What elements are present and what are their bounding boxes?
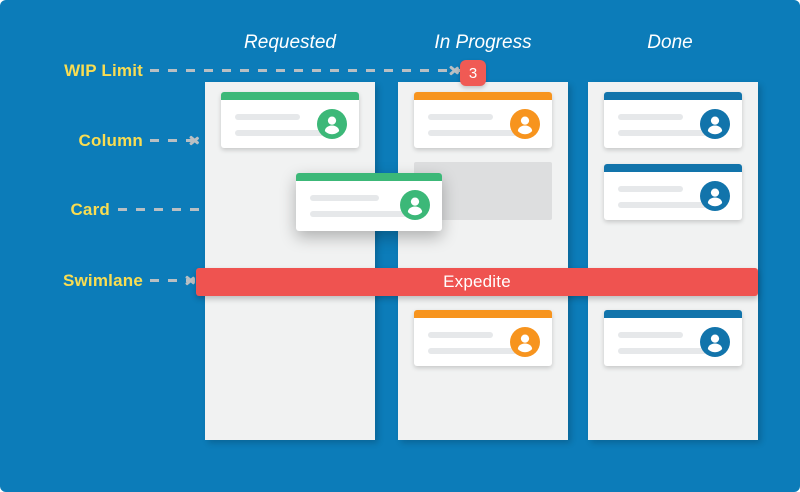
annotation-label-swimlane: Swimlane bbox=[62, 271, 143, 290]
card-subtitle-placeholder bbox=[428, 348, 525, 354]
card-title-placeholder bbox=[618, 332, 683, 338]
annotation-label-card: Card bbox=[70, 200, 110, 219]
card-subtitle-placeholder bbox=[618, 348, 715, 354]
card-title-placeholder bbox=[618, 114, 683, 120]
kanban-card-dragging[interactable] bbox=[296, 173, 442, 231]
arrow-right-icon bbox=[189, 133, 203, 147]
user-avatar-icon bbox=[510, 109, 540, 139]
column-header-done: Done bbox=[647, 32, 693, 53]
card-subtitle-placeholder bbox=[618, 130, 715, 136]
card-subtitle-placeholder bbox=[235, 130, 332, 136]
card-accent-bar bbox=[296, 173, 442, 181]
card-title-placeholder bbox=[428, 332, 493, 338]
card-subtitle-placeholder bbox=[310, 211, 413, 217]
kanban-card[interactable] bbox=[604, 164, 742, 220]
column-header-requested: Requested bbox=[244, 32, 336, 53]
card-body bbox=[604, 318, 742, 366]
card-accent-bar bbox=[414, 310, 552, 318]
kanban-card[interactable] bbox=[604, 310, 742, 366]
card-body bbox=[414, 100, 552, 148]
card-title-placeholder bbox=[618, 186, 683, 192]
card-accent-bar bbox=[604, 92, 742, 100]
card-body bbox=[221, 100, 359, 148]
kanban-card[interactable] bbox=[414, 92, 552, 148]
annotation-arrow-column bbox=[150, 133, 202, 147]
card-subtitle-placeholder bbox=[618, 202, 715, 208]
card-body bbox=[604, 100, 742, 148]
card-accent-bar bbox=[604, 164, 742, 172]
user-avatar-icon bbox=[400, 190, 430, 220]
card-body bbox=[604, 172, 742, 220]
annotation-arrow-wip-limit bbox=[150, 63, 462, 77]
swimlane-label: Expedite bbox=[443, 272, 511, 291]
user-avatar-icon bbox=[700, 181, 730, 211]
card-accent-bar bbox=[604, 310, 742, 318]
column-requested[interactable] bbox=[205, 82, 375, 440]
swimlane-expedite[interactable]: Expedite bbox=[196, 268, 758, 296]
user-avatar-icon bbox=[700, 109, 730, 139]
wip-limit-badge[interactable]: 3 bbox=[460, 60, 486, 86]
kanban-card[interactable] bbox=[221, 92, 359, 148]
kanban-card[interactable] bbox=[414, 310, 552, 366]
column-header-in-progress: In Progress bbox=[434, 32, 532, 53]
user-avatar-icon bbox=[510, 327, 540, 357]
card-title-placeholder bbox=[310, 195, 379, 201]
dashed-line bbox=[150, 139, 202, 142]
card-title-placeholder bbox=[235, 114, 300, 120]
kanban-card[interactable] bbox=[604, 92, 742, 148]
card-subtitle-placeholder bbox=[428, 130, 525, 136]
column-done[interactable] bbox=[588, 82, 758, 440]
card-accent-bar bbox=[414, 92, 552, 100]
dashed-line bbox=[150, 69, 462, 72]
annotation-arrow-swimlane bbox=[150, 273, 198, 287]
card-body bbox=[296, 181, 442, 231]
card-body bbox=[414, 318, 552, 366]
card-accent-bar bbox=[221, 92, 359, 100]
annotation-label-column: Column bbox=[78, 131, 143, 150]
user-avatar-icon bbox=[700, 327, 730, 357]
dashed-line bbox=[150, 279, 198, 282]
column-in-progress[interactable] bbox=[398, 82, 568, 440]
card-title-placeholder bbox=[428, 114, 493, 120]
user-avatar-icon bbox=[317, 109, 347, 139]
annotation-label-wip-limit: WIP Limit bbox=[64, 61, 143, 80]
